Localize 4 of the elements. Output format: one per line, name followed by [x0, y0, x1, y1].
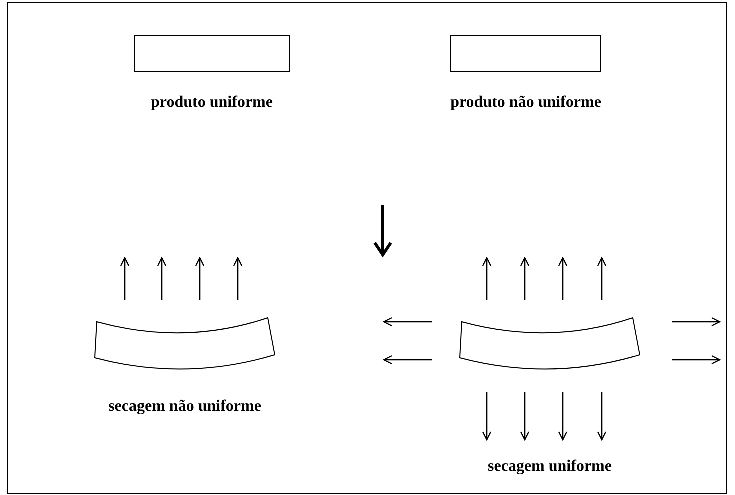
caption: secagem uniforme	[488, 458, 612, 476]
caption: produto não uniforme	[450, 94, 602, 112]
caption: produto uniforme	[151, 94, 273, 112]
caption: secagem não uniforme	[108, 398, 262, 416]
